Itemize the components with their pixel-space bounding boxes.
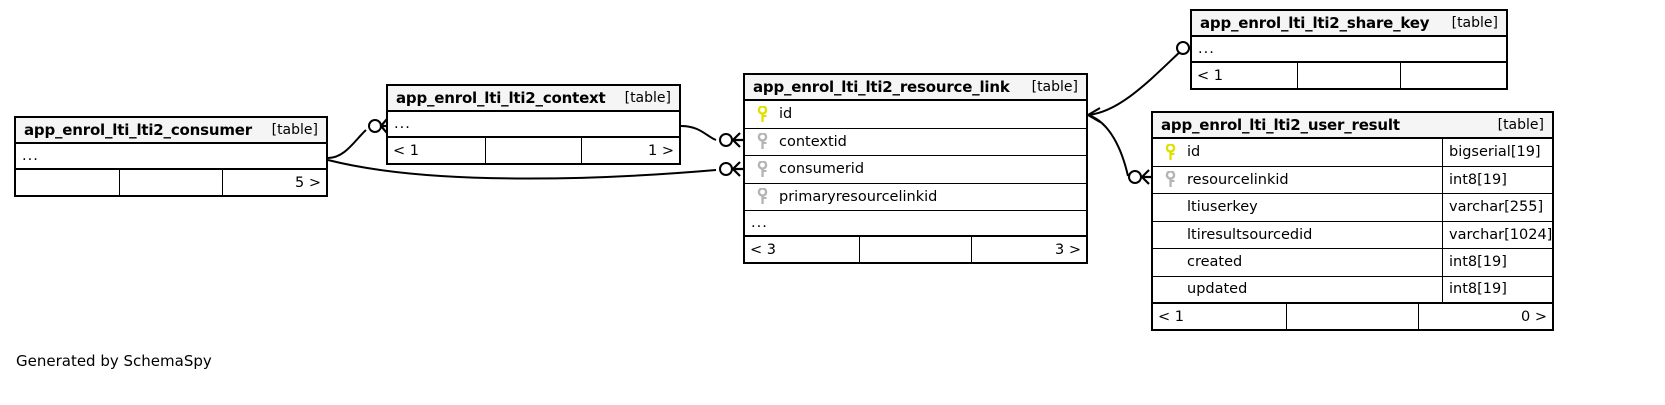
table-title: app_enrol_lti_lti2_context [396, 89, 606, 107]
key-icon-primary [751, 105, 773, 123]
column-cell: created [1153, 249, 1442, 276]
column-name: id [1187, 144, 1201, 161]
footer-middle-count [1296, 63, 1402, 88]
table-row[interactable]: id [745, 101, 1086, 129]
table-row[interactable]: resourcelinkid int8[19] [1153, 166, 1552, 194]
column-type: varchar[1024] [1442, 221, 1552, 248]
column-cell: consumerid [745, 156, 1086, 183]
table-header: app_enrol_lti_lti2_user_result [table] [1153, 113, 1552, 139]
table-node-consumer[interactable]: app_enrol_lti_lti2_consumer [table] ... … [14, 116, 328, 197]
columns-collapsed-indicator[interactable]: ... [16, 144, 326, 170]
key-icon-foreign [1159, 171, 1181, 188]
edge-endpoint-circle [368, 119, 382, 133]
table-row[interactable]: updated int8[19] [1153, 276, 1552, 304]
column-cell: resourcelinkid [1153, 167, 1442, 194]
edge-endpoint-circle [719, 162, 733, 176]
table-title: app_enrol_lti_lti2_user_result [1161, 116, 1400, 134]
table-title: app_enrol_lti_lti2_share_key [1200, 14, 1430, 32]
crowsfoot-resource-link-id [1087, 107, 1101, 123]
table-header: app_enrol_lti_lti2_share_key [table] [1192, 11, 1506, 37]
table-footer: < 1 1 > [388, 138, 679, 163]
column-name: consumerid [779, 161, 865, 178]
table-node-context[interactable]: app_enrol_lti_lti2_context [table] ... <… [386, 84, 681, 165]
columns-collapsed-indicator[interactable]: ... [388, 112, 679, 138]
column-name: created [1187, 254, 1243, 271]
table-node-resource-link[interactable]: app_enrol_lti_lti2_resource_link [table]… [743, 73, 1088, 264]
footer-middle-count [858, 237, 973, 262]
table-row[interactable]: id bigserial[19] [1153, 139, 1552, 167]
edge-resource-link-to-user-result [1087, 114, 1129, 177]
table-node-user-result[interactable]: app_enrol_lti_lti2_user_result [table] i… [1151, 111, 1554, 331]
columns-collapsed-indicator[interactable]: ... [1192, 37, 1506, 63]
edge-resource-link-to-share-key [1087, 48, 1184, 116]
footer-middle-count [119, 170, 223, 195]
column-name: updated [1187, 281, 1248, 298]
footer-right-count: 3 > [1055, 241, 1082, 258]
edge-endpoint-circle [1128, 170, 1142, 184]
column-cell: ltiuserkey [1153, 194, 1442, 221]
column-cell: contextid [745, 129, 1086, 156]
footer-right-count: 1 > [648, 142, 674, 159]
edge-context-to-resource-link [680, 125, 717, 141]
column-type: int8[19] [1442, 276, 1552, 302]
column-name: contextid [779, 133, 847, 150]
edge-consumer-to-context [327, 129, 367, 159]
column-cell: id [1153, 139, 1442, 166]
table-footer: < 1 0 > [1153, 304, 1552, 329]
table-kind-label: [table] [1031, 79, 1078, 95]
footer-right-count: 0 > [1521, 308, 1547, 325]
table-footer: < 3 3 > [745, 237, 1086, 262]
table-footer: 5 > [16, 170, 326, 195]
column-cell: updated [1153, 277, 1442, 303]
footer-right-count [1401, 63, 1506, 88]
footer-left-count: < 1 [1158, 308, 1184, 325]
footer-left-count [16, 170, 119, 195]
generator-caption: Generated by SchemaSpy [16, 352, 212, 370]
column-cell: primaryresourcelinkid [745, 184, 1086, 211]
table-header: app_enrol_lti_lti2_context [table] [388, 86, 679, 112]
column-cell: id [745, 101, 1086, 128]
key-icon-primary [1159, 143, 1181, 161]
table-title: app_enrol_lti_lti2_resource_link [753, 78, 1010, 96]
table-kind-label: [table] [271, 122, 318, 138]
key-icon-foreign [751, 160, 773, 178]
footer-right-count: 5 > [295, 174, 321, 191]
table-kind-label: [table] [1451, 15, 1498, 31]
key-icon-foreign [751, 133, 773, 150]
edge-endpoint-circle [719, 133, 733, 147]
table-title: app_enrol_lti_lti2_consumer [24, 121, 252, 139]
column-name: ltiresultsourcedid [1187, 226, 1313, 243]
footer-middle-count [1286, 304, 1419, 329]
table-row[interactable]: created int8[19] [1153, 249, 1552, 277]
column-cell: ltiresultsourcedid [1153, 222, 1442, 249]
column-type: varchar[255] [1442, 194, 1552, 221]
footer-left-count: < 1 [393, 142, 419, 159]
table-row[interactable]: ltiresultsourcedid varchar[1024] [1153, 221, 1552, 249]
table-row[interactable]: primaryresourcelinkid [745, 183, 1086, 211]
footer-middle-count [485, 138, 582, 163]
table-footer: < 1 [1192, 63, 1506, 88]
edge-endpoint-circle [1176, 41, 1190, 55]
column-type: bigserial[19] [1442, 139, 1552, 166]
table-header: app_enrol_lti_lti2_consumer [table] [16, 118, 326, 144]
column-type: int8[19] [1442, 166, 1552, 193]
column-name: primaryresourcelinkid [779, 188, 938, 205]
footer-left-count: < 3 [750, 241, 776, 258]
table-row[interactable]: ltiuserkey varchar[255] [1153, 194, 1552, 222]
table-row[interactable]: contextid [745, 128, 1086, 156]
footer-left-count: < 1 [1197, 67, 1223, 84]
table-kind-label: [table] [624, 90, 671, 106]
table-node-share-key[interactable]: app_enrol_lti_lti2_share_key [table] ...… [1190, 9, 1508, 90]
column-name: id [779, 106, 793, 123]
column-name: resourcelinkid [1187, 171, 1289, 188]
table-row[interactable]: consumerid [745, 156, 1086, 184]
column-type: int8[19] [1442, 249, 1552, 276]
key-icon-foreign [751, 188, 773, 205]
table-header: app_enrol_lti_lti2_resource_link [table] [745, 75, 1086, 101]
table-kind-label: [table] [1497, 117, 1544, 133]
columns-collapsed-indicator[interactable]: ... [745, 211, 1086, 237]
column-name: ltiuserkey [1187, 199, 1258, 216]
